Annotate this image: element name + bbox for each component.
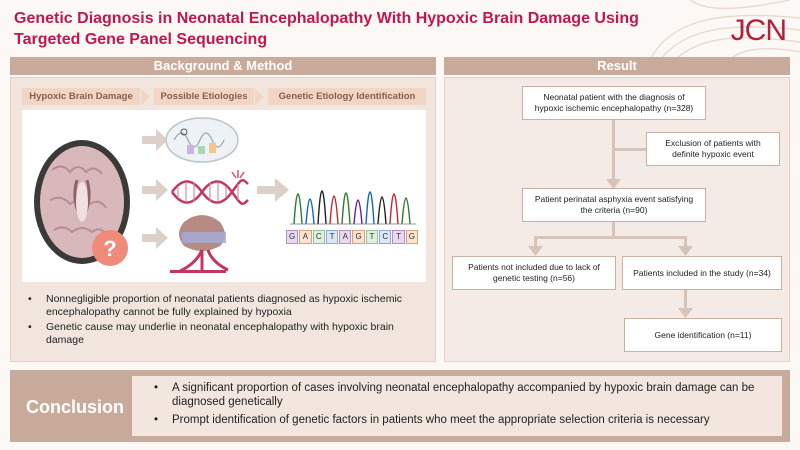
dna-letters-row: G A C T A G T C T G: [286, 230, 418, 244]
flow-line-main: [612, 118, 615, 188]
result-header: Result: [444, 57, 790, 75]
dna-letter: G: [286, 230, 299, 244]
flow-arrowhead-2: [528, 246, 543, 256]
flow-arrows: [142, 129, 289, 249]
step-arrow-1: [141, 89, 150, 105]
dna-letter: C: [312, 230, 325, 244]
step-possible-etiologies: Possible Etiologies: [154, 88, 254, 105]
journal-logo: JCN: [730, 14, 787, 47]
question-icon: ?: [92, 230, 128, 266]
page-title: Genetic Diagnosis in Neonatal Encephalop…: [14, 8, 654, 50]
step-arrow-2: [255, 89, 264, 105]
flow-box-not-included: Patients not included due to lack of gen…: [452, 256, 616, 290]
dna-letter: A: [299, 230, 312, 244]
flow-arrowhead-4: [678, 308, 693, 318]
flow-box-diagnosis: Neonatal patient with the diagnosis of h…: [522, 86, 706, 120]
dna-letter: A: [339, 230, 352, 244]
title-line-1: Genetic Diagnosis in Neonatal Encephalop…: [14, 10, 639, 27]
conclusion-bullet-2: Prompt identification of genetic factors…: [148, 413, 778, 427]
background-bullet-2: Genetic cause may underlie in neonatal e…: [22, 321, 426, 346]
flow-arrowhead-1: [606, 179, 621, 189]
dna-letter: G: [405, 230, 418, 244]
conclusion-bullet-1: A significant proportion of cases involv…: [148, 381, 778, 409]
svg-text:?: ?: [103, 236, 116, 261]
flow-line-left: [534, 236, 537, 252]
flow-box-exclusion: Exclusion of patients with definite hypo…: [646, 132, 780, 166]
dna-letter: G: [352, 230, 365, 244]
neural-tissue-icon: [170, 215, 229, 274]
background-method-header: Background & Method: [10, 57, 436, 75]
flow-line-split: [612, 222, 615, 236]
flow-box-gene-identification: Gene identification (n=11): [624, 318, 782, 352]
step-genetic-identification: Genetic Etiology Identification: [268, 88, 426, 105]
background-bullet-1: Nonnegligible proportion of neonatal pat…: [22, 293, 426, 318]
flow-line-right: [684, 236, 687, 252]
dna-helix-icon: [170, 170, 249, 206]
flow-line-final: [684, 290, 687, 310]
flow-arrowhead-3: [678, 246, 693, 256]
flow-box-included: Patients included in the study (n=34): [622, 256, 782, 290]
flow-line-exclusion: [612, 148, 648, 151]
dna-letter: T: [392, 230, 405, 244]
conclusion-bullets: A significant proportion of cases involv…: [148, 381, 778, 431]
flow-line-branch: [534, 236, 686, 239]
dna-letter: C: [379, 230, 392, 244]
dna-letter: T: [365, 230, 379, 244]
dna-letter: T: [325, 230, 339, 244]
decorative-swirl: [649, 0, 800, 60]
background-bullets: Nonnegligible proportion of neonatal pat…: [22, 293, 426, 349]
title-line-2: Targeted Gene Panel Sequencing: [14, 31, 268, 48]
step-hypoxic-brain-damage: Hypoxic Brain Damage: [22, 88, 140, 105]
flow-box-asphyxia: Patient perinatal asphyxia event satisfy…: [522, 188, 706, 222]
mitochondria-icon: [165, 117, 239, 163]
sequencing-chromatogram: [290, 190, 416, 225]
method-illustration: ?: [22, 110, 426, 282]
conclusion-label: Conclusion: [26, 397, 124, 417]
